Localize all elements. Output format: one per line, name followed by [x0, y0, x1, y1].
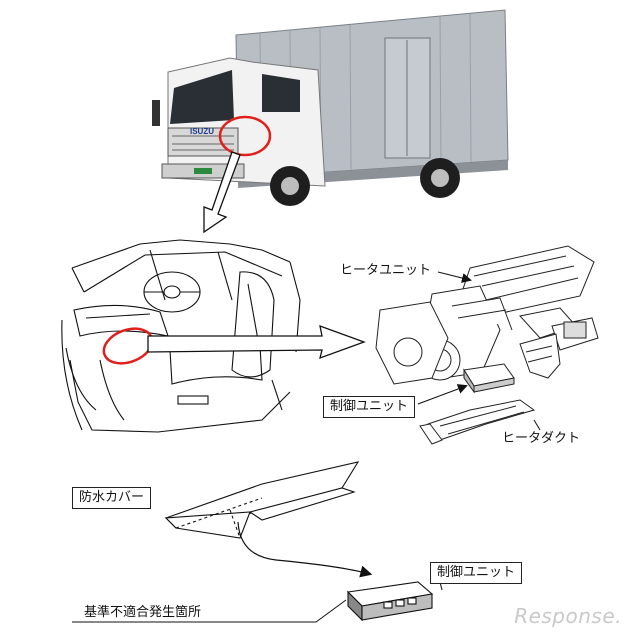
- zoom-arrow-truck: [203, 151, 241, 234]
- zoom-arrow-cabin: [147, 324, 366, 360]
- leader-lines: [417, 271, 541, 431]
- side-window: [262, 74, 300, 112]
- front-grille: [167, 127, 239, 157]
- windshield: [170, 70, 234, 124]
- label-heater-duct: ヒータダクト: [502, 431, 581, 446]
- heater-duct-drawing: [419, 399, 536, 445]
- label-defect-location: 基準不適合発生箇所: [84, 605, 202, 620]
- truck-brand-logo: ISUZU: [190, 127, 214, 136]
- truck-wheels: [270, 158, 460, 206]
- response-watermark: Response.: [514, 604, 622, 628]
- truck-photo: ISUZU: [152, 9, 509, 206]
- heater-unit-drawing: [375, 245, 595, 385]
- label-control-unit-top: 制御ユニット: [323, 396, 416, 418]
- label-control-unit-bottom: 制御ユニット: [430, 562, 523, 584]
- control-unit-top-drawing: [463, 363, 515, 394]
- label-waterproof-cover: 防水カバー: [72, 487, 152, 509]
- heater-side-parts: [519, 317, 599, 379]
- label-heater-unit: ヒータユニット: [340, 263, 432, 278]
- cover-to-unit-arrow: [237, 521, 373, 578]
- control-unit-bottom-drawing: [346, 581, 434, 622]
- truck-highlight-circle: [218, 115, 272, 157]
- waterproof-cover-drawing: [164, 461, 360, 539]
